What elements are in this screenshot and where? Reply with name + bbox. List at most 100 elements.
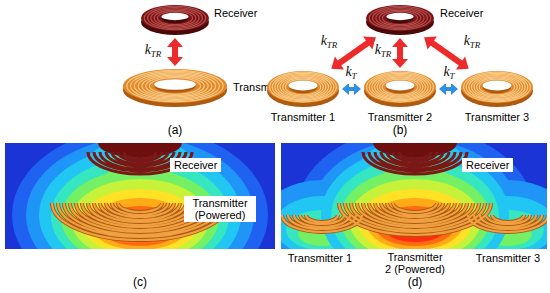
coil-hole-wall	[161, 13, 188, 23]
coupling-coefficient: kT	[344, 64, 357, 84]
coefficient-subscript: TR	[327, 40, 338, 50]
coil-hole	[386, 13, 413, 20]
coupling-coefficient: kTR	[463, 33, 482, 53]
coupling-arrow	[342, 83, 361, 95]
receiver-dome	[373, 143, 457, 158]
coil-turn	[471, 76, 522, 99]
coefficient-subscript: TR	[381, 49, 392, 59]
receiver-dome	[98, 143, 182, 158]
coil-turn	[283, 78, 324, 96]
coil-turn	[151, 9, 199, 27]
coil-turn	[270, 72, 337, 102]
coil-face	[123, 69, 227, 103]
coil-turn	[127, 70, 223, 102]
panel-letter: (d)	[408, 276, 423, 289]
coil-node: Transmitter 1	[266, 70, 340, 108]
coil-turn	[142, 75, 208, 97]
coil-turn	[369, 6, 430, 29]
coil-turn	[382, 79, 417, 95]
coil-turn	[285, 79, 320, 95]
transmitter-coil-section	[282, 203, 547, 235]
coil-caption: Transmitter 2 (Powered)	[383, 251, 447, 275]
coil-turn	[466, 73, 528, 100]
panel-letter: (c)	[133, 276, 147, 289]
coil-hole-wall	[386, 13, 413, 23]
coil-turn	[144, 6, 205, 29]
coil-hole	[161, 13, 188, 20]
label-box: Transmitter (Powered)	[184, 196, 256, 222]
coil-turn	[157, 11, 192, 24]
field-map	[12, 143, 268, 249]
coil-turn	[382, 11, 417, 24]
coupling-coefficient: kTR	[374, 42, 393, 62]
coupling-arrow	[392, 38, 408, 68]
coil-drawing	[122, 68, 228, 108]
coil-drawing	[460, 70, 534, 108]
panel-letter: (b)	[393, 124, 408, 137]
coil-drawing	[363, 70, 437, 108]
coil-turn	[134, 73, 215, 100]
coil-turn	[149, 78, 200, 95]
coil-turn	[372, 74, 428, 99]
field-contour	[12, 143, 268, 249]
coil-turn	[146, 76, 205, 95]
coupling-arrow	[439, 83, 458, 95]
coil-face	[366, 5, 434, 31]
receiver-coil-section	[363, 152, 467, 174]
coil-node: Transmitter	[122, 68, 228, 108]
coupling-arrow	[167, 38, 183, 66]
box-text: Transmitter (Powered)	[188, 197, 252, 221]
coil-hole-wall	[289, 81, 318, 94]
coefficient-subscript: T	[450, 71, 455, 81]
coil-hole	[386, 81, 415, 91]
coil-face	[267, 71, 339, 103]
coefficient-subscript: T	[352, 71, 357, 81]
coefficient-subscript: TR	[151, 49, 162, 59]
coil-hole-wall	[483, 81, 512, 94]
coil-turn	[379, 10, 421, 26]
coupling-coefficient: kTR	[144, 42, 163, 62]
coil-turn	[367, 72, 434, 102]
coil-caption: Transmitter 3	[476, 252, 540, 264]
coil-label: Receiver	[440, 7, 483, 20]
coil-turn	[369, 73, 431, 100]
coil-turn	[131, 71, 220, 100]
coil-turn	[380, 78, 421, 96]
coil-turn	[374, 76, 425, 99]
coil-turn	[479, 79, 514, 95]
coil-hole	[154, 79, 196, 90]
coil-face	[461, 71, 533, 103]
coefficient-subscript: TR	[470, 40, 481, 50]
coil-face	[364, 71, 436, 103]
box-text: Receiver	[466, 159, 509, 171]
coil-hole-wall	[154, 79, 196, 93]
coil-turn	[275, 74, 331, 99]
box-text: Receiver	[174, 159, 217, 171]
coil-hole	[483, 81, 512, 91]
coil-turn	[376, 9, 424, 27]
coupling-coefficient: kTR	[320, 33, 339, 53]
coil-hole	[289, 81, 318, 91]
coil-drawing	[266, 70, 340, 108]
coil-drawing	[140, 4, 210, 36]
coil-turn	[272, 73, 334, 100]
coil-turn	[280, 77, 326, 97]
coil-node: Receiver	[140, 4, 210, 36]
coil-node: Receiver	[365, 4, 435, 36]
coil-turn	[464, 72, 531, 102]
coil-hole-wall	[386, 81, 415, 94]
coil-label: Receiver	[214, 7, 257, 20]
coil-turn	[138, 74, 212, 98]
coupling-coefficient: kT	[442, 64, 455, 84]
coil-turn	[373, 8, 428, 29]
panel-letter: (a)	[168, 124, 183, 137]
transmitter-coil-outline	[282, 203, 547, 235]
coil-turn	[154, 10, 196, 26]
coil-turn	[148, 8, 203, 29]
label-box: Receiver	[170, 158, 221, 172]
coil-label: Transmitter 3	[465, 111, 529, 124]
label-box: Receiver	[462, 158, 513, 172]
coil-turn	[277, 76, 328, 99]
coil-label: Transmitter 2	[368, 111, 432, 124]
coil-node: Transmitter 2	[363, 70, 437, 108]
